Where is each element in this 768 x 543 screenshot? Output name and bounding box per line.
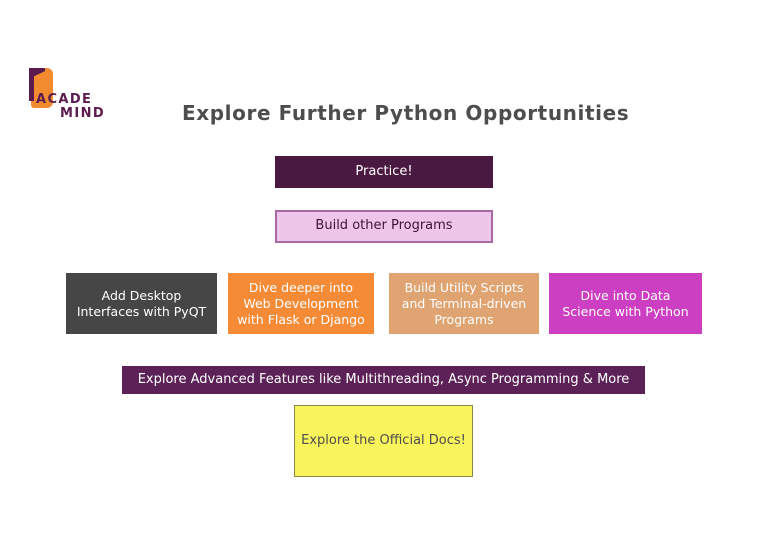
box-dive-into-data-science: Dive into Data Science with Python: [549, 273, 702, 334]
academind-logo: ACADE MIND: [26, 68, 116, 121]
logo-notch-icon: [29, 68, 45, 77]
logo-text-acade: ACADE: [36, 92, 93, 107]
logo-mark-icon: [31, 68, 53, 108]
box-practice: Practice!: [275, 156, 493, 188]
logo-text-mind: MIND: [60, 106, 106, 121]
box-explore-advanced-features: Explore Advanced Features like Multithre…: [122, 366, 645, 394]
box-build-other-programs: Build other Programs: [275, 210, 493, 243]
box-add-desktop-interfaces-pyqt: Add Desktop Interfaces with PyQT: [66, 273, 217, 334]
slide-title: Explore Further Python Opportunities: [182, 101, 630, 125]
box-explore-official-docs: Explore the Official Docs!: [294, 405, 473, 477]
box-build-utility-scripts: Build Utility Scripts and Terminal-drive…: [389, 273, 539, 334]
box-dive-deeper-web-development: Dive deeper into Web Development with Fl…: [228, 273, 374, 334]
logo-notch-tail-icon: [29, 75, 34, 101]
